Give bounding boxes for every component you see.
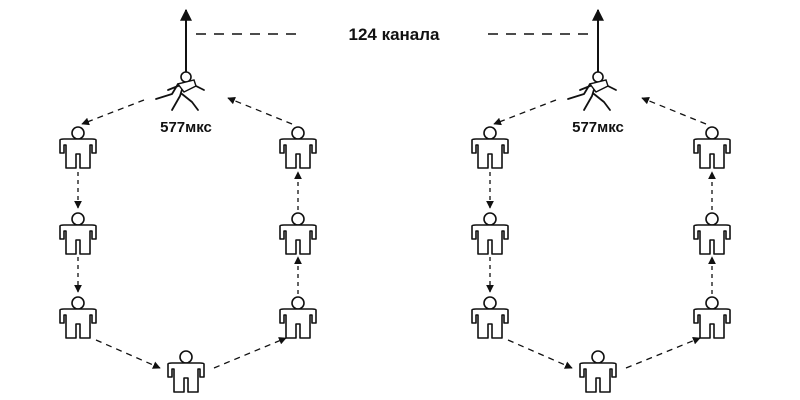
dashed-arrow-icon: [493, 99, 557, 126]
person-icon: [693, 126, 731, 169]
person-icon: [471, 296, 509, 339]
person-icon: [471, 126, 509, 169]
person-icon: [279, 212, 317, 255]
dashed-arrow-icon: [227, 97, 293, 125]
dashed-arrow-icon: [641, 97, 707, 125]
time-slot-label: 577мкс: [572, 119, 624, 136]
walking-person-icon: [567, 71, 617, 111]
dashed-arrow-icon: [213, 337, 287, 369]
person-icon: [279, 126, 317, 169]
person-icon: [693, 296, 731, 339]
person-icon: [279, 296, 317, 339]
ring-right: 577мкс: [471, 71, 731, 393]
ring-left: 577мкс: [59, 71, 317, 393]
channels-label: 124 канала: [348, 25, 440, 44]
dashed-arrow-icon: [81, 99, 145, 126]
person-icon: [693, 212, 731, 255]
time-slot-label: 577мкс: [160, 119, 212, 136]
dashed-arrow-icon: [507, 339, 573, 369]
person-icon: [59, 296, 97, 339]
dashed-arrow-icon: [625, 337, 701, 369]
person-icon: [579, 350, 617, 393]
person-icon: [167, 350, 205, 393]
person-icon: [59, 126, 97, 169]
person-icon: [59, 212, 97, 255]
person-icon: [471, 212, 509, 255]
walking-person-icon: [155, 71, 205, 111]
dashed-arrow-icon: [95, 339, 161, 369]
